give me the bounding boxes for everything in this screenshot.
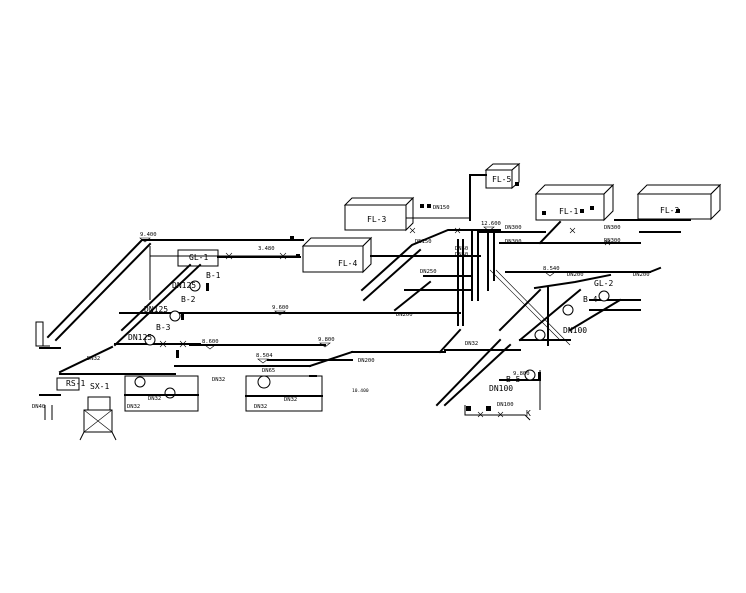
gl2-label: GL-2 — [594, 279, 613, 288]
elevation-markers — [139, 226, 556, 364]
elevation-label: 8.504 — [256, 353, 273, 359]
fl1-label: FL-1 — [559, 207, 578, 216]
skid-right — [245, 375, 323, 412]
pipe-label: DN250 — [420, 269, 437, 275]
elevation-label: 3.480 — [258, 246, 275, 252]
pipe-label: DN40 — [32, 404, 45, 410]
rs1-unit — [39, 377, 80, 420]
pipe-label: DN300 — [505, 225, 522, 231]
tank-fl2: FL-2 — [636, 183, 722, 221]
pipe-label: DN100 — [563, 326, 587, 335]
elevation-label: 9.800 — [513, 371, 530, 377]
pipe-label: DN32 — [148, 396, 161, 402]
pipe-label: DN65 — [262, 368, 275, 374]
tank-fl4: FL-4 — [301, 236, 373, 274]
pipe-label: DN50 — [455, 252, 468, 258]
pipe-label: DN32 — [465, 341, 478, 347]
pipe-label: DN200 — [633, 272, 650, 278]
b4-label: B-4 — [583, 295, 598, 304]
elevation-label: 9.600 — [272, 305, 289, 311]
pipe-label: DN32 — [212, 377, 225, 383]
skid-left — [124, 375, 199, 412]
pipe-label: DN125 — [144, 305, 168, 314]
tank-fl1: FL-1 — [534, 183, 615, 222]
pipe-label: DN100 — [489, 384, 513, 393]
b1-label: B-1 — [206, 271, 221, 280]
rs1-label: RS-1 — [66, 379, 85, 388]
pipe-label: DN50 — [455, 246, 468, 252]
pipe-label: DN32 — [254, 404, 267, 410]
b3-label: B-3 — [156, 323, 171, 332]
pipe-label: DN150 — [433, 205, 450, 211]
elevation-label: 10.400 — [352, 388, 369, 394]
pipe-label: DN200 — [567, 272, 584, 278]
fl2-label: FL-2 — [660, 206, 679, 215]
pipe-label: DN32 — [127, 404, 140, 410]
pipe-label: DN125 — [128, 333, 152, 342]
pipe-label: DN300 — [604, 225, 621, 231]
pipe-label: DN200 — [358, 358, 375, 364]
pipe-label: DN200 — [396, 312, 413, 318]
elevation-label: 8.600 — [202, 339, 219, 345]
sx1-label: SX-1 — [90, 382, 109, 391]
pipe-label: DN300 — [604, 238, 621, 244]
pipe-label: DN300 — [505, 239, 522, 245]
fl4-label: FL-4 — [338, 259, 357, 268]
pipe-label: DN125 — [172, 281, 196, 290]
left-stub — [35, 321, 50, 347]
pipe-label: DN150 — [415, 239, 432, 245]
cooling-tower-sx1 — [79, 396, 117, 441]
elevation-label: 9.400 — [140, 232, 157, 238]
pumps — [144, 280, 610, 381]
elevation-label: 9.800 — [318, 337, 335, 343]
gl1-label: GL-1 — [189, 253, 208, 262]
b5-label: B-5 — [506, 375, 521, 384]
pipe-label: DN32 — [87, 356, 100, 362]
elevation-label: 8.540 — [543, 266, 560, 272]
tank-fl5: FL-5 — [484, 162, 521, 190]
b2-label: B-2 — [181, 295, 196, 304]
fl5-label: FL-5 — [492, 175, 511, 184]
pipe-label: DN32 — [284, 397, 297, 403]
fl3-label: FL-3 — [367, 215, 386, 224]
valves — [159, 182, 680, 418]
pipe-label: DN100 — [497, 402, 514, 408]
k-label: K — [526, 409, 531, 418]
elevation-label: 12.600 — [481, 221, 501, 227]
tank-fl3: FL-3 — [343, 196, 415, 232]
